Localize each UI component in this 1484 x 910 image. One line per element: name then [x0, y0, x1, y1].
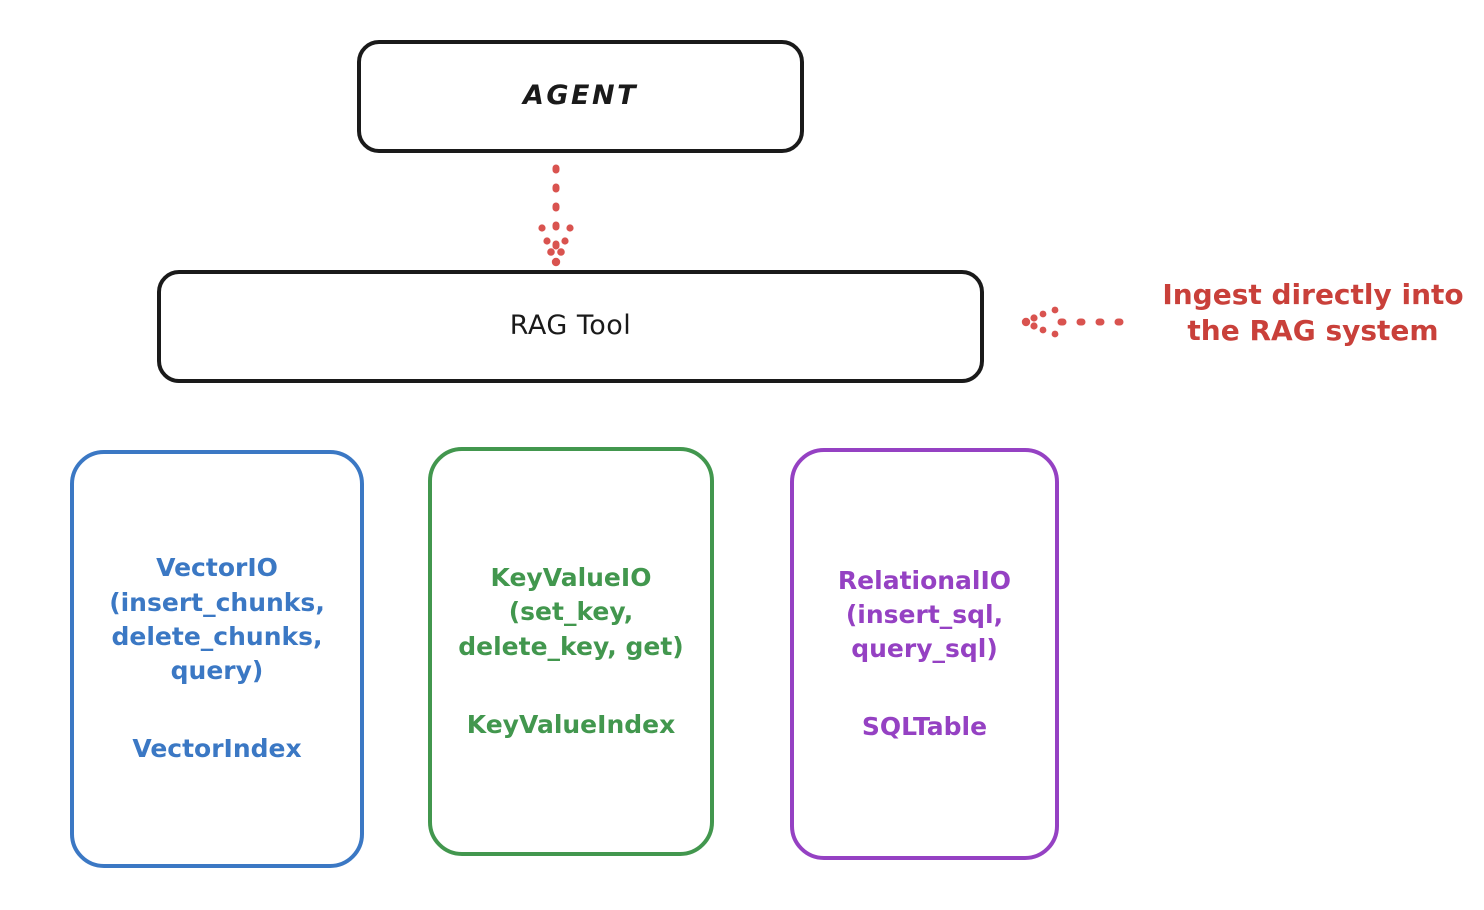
- annotation-ingest-note: Ingest directly into the RAG system: [1162, 278, 1464, 348]
- node-agent[interactable]: AGENT: [357, 40, 804, 153]
- node-relational-io[interactable]: RelationalIO (insert_sql, query_sql) SQL…: [790, 448, 1059, 860]
- node-key-value-io[interactable]: KeyValueIO (set_key, delete_key, get) Ke…: [428, 447, 714, 856]
- node-vector-io-sublabel: VectorIndex: [132, 734, 302, 764]
- node-vector-io-label: VectorIO (insert_chunks, delete_chunks, …: [109, 553, 325, 686]
- node-agent-label: AGENT: [522, 80, 638, 112]
- connector-agent-to-rag-tool: [538, 164, 574, 267]
- node-relational-io-sublabel: SQLTable: [861, 712, 988, 742]
- node-vector-io[interactable]: VectorIO (insert_chunks, delete_chunks, …: [70, 450, 364, 868]
- node-rag-tool-label: RAG Tool: [509, 310, 632, 342]
- node-key-value-io-sublabel: KeyValueIndex: [466, 709, 676, 739]
- node-key-value-io-label: KeyValueIO (set_key, delete_key, get): [458, 563, 684, 661]
- connector-note-to-rag-tool: [1021, 306, 1124, 338]
- node-relational-io-label: RelationalIO (insert_sql, query_sql): [837, 565, 1012, 664]
- node-rag-tool[interactable]: RAG Tool: [157, 270, 984, 383]
